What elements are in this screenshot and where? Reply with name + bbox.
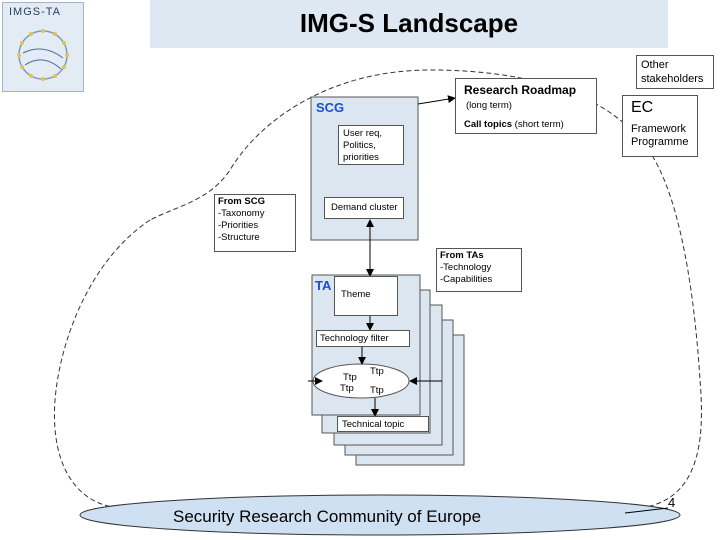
call-topics-label: Call topics (short term) <box>464 119 564 131</box>
from-scg-item-1: -Taxonomy <box>218 208 265 219</box>
from-scg-title: From SCG <box>218 196 265 207</box>
technical-topic-box: Technical topic <box>337 416 429 432</box>
ttp-ellipse <box>312 363 410 399</box>
ec-label: EC <box>631 99 654 116</box>
community-label: Security Research Community of Europe <box>173 507 482 526</box>
arrow-scg-roadmap <box>417 95 456 105</box>
technical-topic-label: Technical topic <box>342 419 405 430</box>
ttp-label-4: Ttp <box>370 385 384 396</box>
ecosystem-outline <box>53 69 702 509</box>
long-term-label: (long term) <box>466 100 512 111</box>
community-ellipse <box>79 494 681 536</box>
research-roadmap-box: Research Roadmap (long term) Call topics… <box>455 78 597 134</box>
ec-box: EC Framework Programme <box>622 95 698 157</box>
theme-box: Theme <box>334 276 398 316</box>
ttp-label-3: Ttp <box>340 383 354 394</box>
ec-line-2: Programme <box>631 136 689 148</box>
user-req-line-1: User req, <box>343 128 383 139</box>
call-topics-rest: (short term) <box>512 119 564 130</box>
other-stakeholders-line-1: Other <box>641 59 669 71</box>
slide-title: IMG-S Landscape <box>299 8 519 38</box>
logo-text: IMGS-TA <box>9 6 62 18</box>
from-tas-title: From TAs <box>440 250 484 261</box>
logo-stars-icon <box>17 29 69 81</box>
from-scg-item-2: -Priorities <box>218 220 259 231</box>
scg-label: SCG <box>316 100 345 115</box>
user-req-line-3: priorities <box>343 152 379 163</box>
theme-label: Theme <box>341 289 371 300</box>
technology-filter-label: Technology filter <box>320 333 389 344</box>
page-number-leader <box>624 507 669 514</box>
user-req-line-2: Politics, <box>343 140 376 151</box>
other-stakeholders-box: Other stakeholders <box>636 55 714 89</box>
ttp-label-1: Ttp <box>343 372 357 383</box>
from-scg-item-3: -Structure <box>218 232 260 243</box>
from-tas-item-2: -Capabilities <box>440 274 493 285</box>
technology-filter-box: Technology filter <box>316 330 410 347</box>
from-tas-item-1: -Technology <box>440 262 492 273</box>
demand-cluster-label: Demand cluster <box>331 202 398 213</box>
other-stakeholders-line-2: stakeholders <box>641 73 704 85</box>
imgs-ta-logo: IMGS-TA <box>2 2 84 92</box>
ttp-label-2: Ttp <box>370 366 384 377</box>
from-scg-box: From SCG -Taxonomy -Priorities -Structur… <box>214 194 296 252</box>
page-number: 4 <box>668 495 676 510</box>
call-topics-bold: Call topics <box>464 119 513 130</box>
from-tas-box: From TAs -Technology -Capabilities <box>436 248 522 292</box>
ec-line-1: Framework <box>631 123 687 135</box>
user-req-box: User req, Politics, priorities <box>338 125 404 165</box>
research-roadmap-label: Research Roadmap <box>464 83 577 97</box>
ta-label: TA <box>315 278 332 293</box>
title-band <box>150 0 668 48</box>
demand-cluster-box: Demand cluster <box>324 197 404 219</box>
